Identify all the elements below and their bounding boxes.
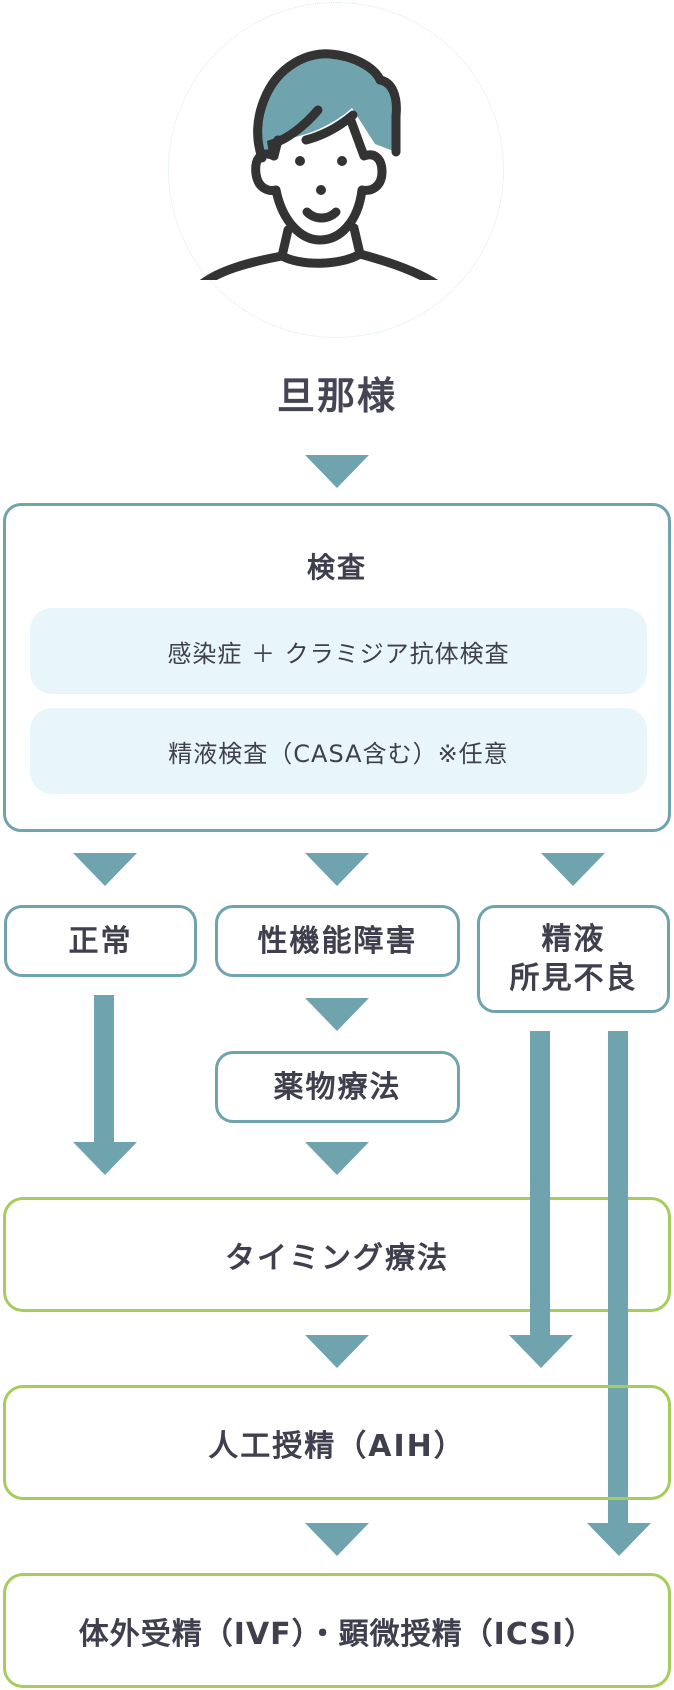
husband-avatar-icon — [199, 49, 439, 280]
result-dysfunction-label: 性機能障害 — [257, 923, 418, 959]
arrow-down-icon — [305, 1335, 369, 1368]
treatment-timing: タイミング療法 — [3, 1197, 671, 1312]
treatment-aih: 人工授精（AIH） — [3, 1385, 671, 1500]
result-semen-label-line1: 精液 — [541, 922, 606, 957]
arrow-down-icon — [305, 853, 369, 886]
exam-item: 精液検査（CASA含む）※任意 — [30, 708, 647, 794]
arrow-down-icon — [305, 455, 369, 488]
avatar-circle — [168, 2, 504, 338]
arrow-shaft — [530, 1031, 550, 1337]
arrow-down-icon — [509, 1335, 573, 1368]
exam-item: 感染症 ＋ クラミジア抗体検査 — [30, 608, 647, 694]
result-semen-label-line2: 所見不良 — [509, 961, 638, 996]
arrow-down-icon — [305, 998, 369, 1031]
arrow-down-icon — [587, 1523, 651, 1556]
treatment-timing-label: タイミング療法 — [225, 1240, 449, 1276]
arrow-shaft — [608, 1031, 628, 1525]
medication-box: 薬物療法 — [215, 1051, 460, 1123]
result-normal: 正常 — [4, 905, 197, 977]
page-title: 旦那様 — [276, 374, 397, 418]
treatment-ivf-label: 体外受精（IVF）・顕微授精（ICSI） — [78, 1616, 596, 1652]
treatment-aih-label: 人工授精（AIH） — [208, 1428, 466, 1464]
arrow-down-icon — [73, 1142, 137, 1175]
exam-box: 検査 感染症 ＋ クラミジア抗体検査 精液検査（CASA含む）※任意 — [3, 503, 671, 832]
result-dysfunction: 性機能障害 — [215, 905, 460, 977]
arrow-down-icon — [73, 853, 137, 886]
arrow-down-icon — [305, 1523, 369, 1556]
arrow-down-icon — [305, 1142, 369, 1175]
medication-label: 薬物療法 — [273, 1069, 402, 1105]
treatment-ivf-icsi: 体外受精（IVF）・顕微授精（ICSI） — [3, 1573, 671, 1688]
arrow-shaft — [94, 995, 114, 1143]
arrow-down-icon — [541, 853, 605, 886]
result-semen-abnormal: 精液 所見不良 — [477, 905, 670, 1013]
exam-heading: 検査 — [306, 551, 367, 584]
result-normal-label: 正常 — [68, 923, 133, 959]
